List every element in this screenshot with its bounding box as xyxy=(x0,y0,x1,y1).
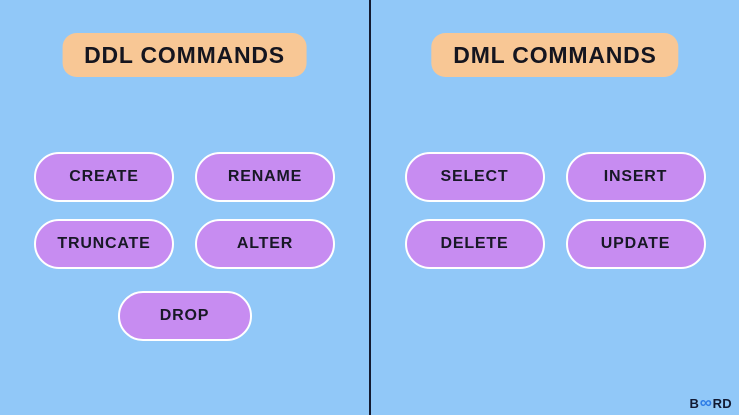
center-divider-line xyxy=(369,0,371,415)
logo-prefix-text: B xyxy=(689,396,700,411)
ddl-panel: DDL COMMANDS CREATE RENAME TRUNCATE ALTE… xyxy=(0,0,369,415)
ddl-row-2: TRUNCATE ALTER xyxy=(0,219,369,269)
pill-rename: RENAME xyxy=(195,152,335,202)
dml-row-2: DELETE UPDATE xyxy=(371,219,739,269)
ddl-header: DDL COMMANDS xyxy=(62,33,307,77)
pill-select: SELECT xyxy=(404,152,545,202)
pill-delete: DELETE xyxy=(404,219,545,269)
logo-suffix-text: RD xyxy=(712,396,732,411)
pill-update: UPDATE xyxy=(565,219,706,269)
ddl-row-3: DROP xyxy=(0,291,369,341)
pill-truncate: TRUNCATE xyxy=(34,219,174,269)
ddl-row-1: CREATE RENAME xyxy=(0,152,369,202)
infinity-icon: ∞ xyxy=(699,393,713,412)
pill-insert: INSERT xyxy=(565,152,706,202)
pill-drop: DROP xyxy=(117,291,252,341)
pill-alter: ALTER xyxy=(195,219,335,269)
dml-panel: DML COMMANDS SELECT INSERT DELETE UPDATE xyxy=(371,0,739,415)
board-infinity-logo: B ∞ RD xyxy=(689,393,732,412)
pill-create: CREATE xyxy=(34,152,174,202)
dml-header: DML COMMANDS xyxy=(431,33,679,77)
dml-row-1: SELECT INSERT xyxy=(371,152,739,202)
